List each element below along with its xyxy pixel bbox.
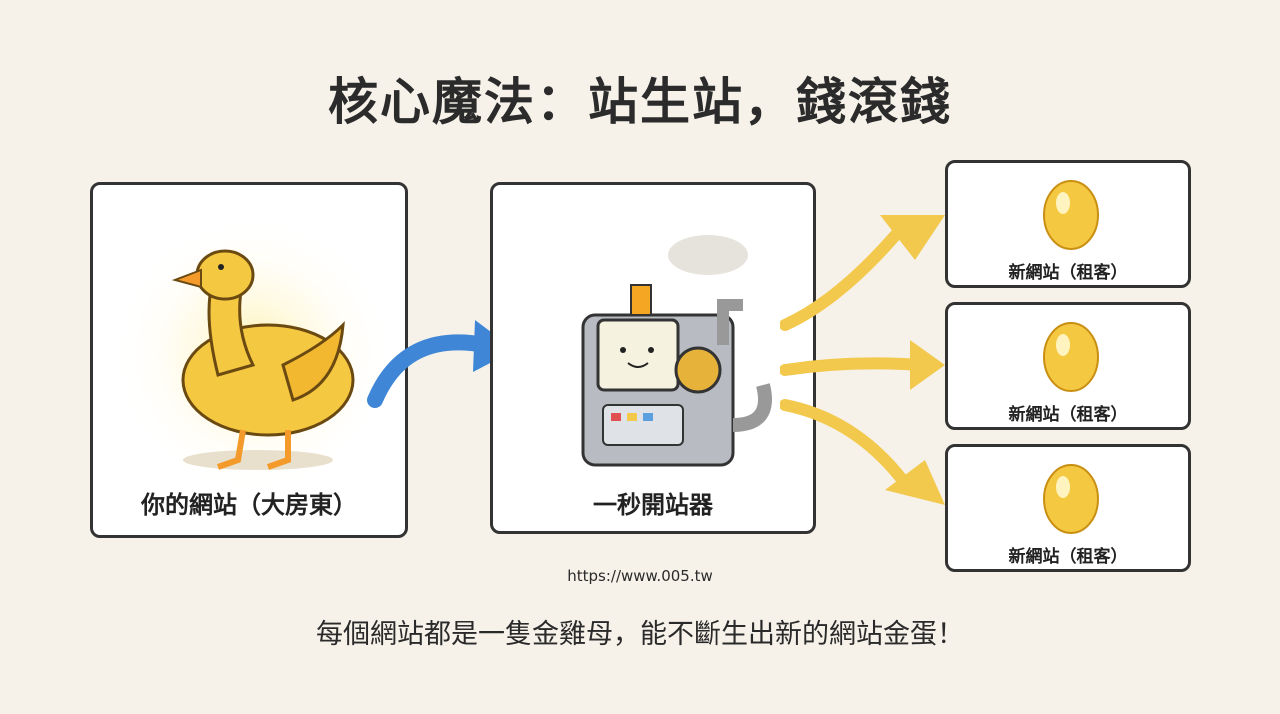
golden-goose-icon <box>113 215 393 495</box>
machine-panel: 一秒開站器 <box>490 182 816 534</box>
caption: 每個網站都是一隻金雞母，能不斷生出新的網站金蛋！ <box>316 619 964 650</box>
site-generator-machine-icon <box>581 235 772 467</box>
page-title: 核心魔法：站生站，錢滾錢 <box>328 73 952 131</box>
machine-label: 一秒開站器 <box>593 491 713 519</box>
output-panel: 新網站（租客） <box>945 444 1191 572</box>
golden-egg-icon <box>1043 464 1099 534</box>
website-url: https://www.005.tw <box>567 567 713 585</box>
output-panel: 新網站（租客） <box>945 302 1191 430</box>
output-label: 新網站（租客） <box>1008 547 1128 567</box>
output-label: 新網站（租客） <box>1008 263 1128 283</box>
output-panel: 新網站（租客） <box>945 160 1191 288</box>
gold-arrows-icon <box>780 215 945 505</box>
golden-egg-icon <box>1043 322 1099 392</box>
source-panel: 你的網站（大房東） <box>90 182 408 538</box>
output-label: 新網站（租客） <box>1008 405 1128 425</box>
golden-egg-icon <box>1043 180 1099 250</box>
source-label: 你的網站（大房東） <box>141 491 357 519</box>
